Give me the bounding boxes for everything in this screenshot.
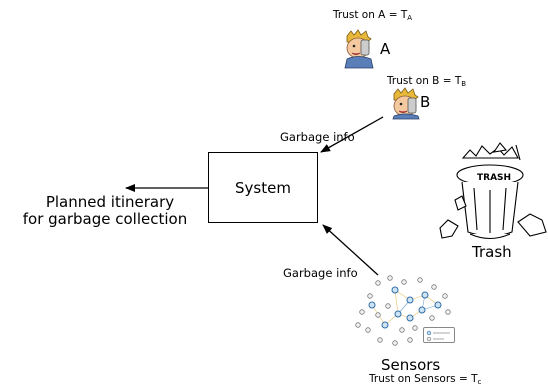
- person-b-label: B: [420, 93, 431, 111]
- system-box: System: [208, 152, 318, 223]
- itinerary-line-1: Planned itinerary: [45, 193, 175, 211]
- sensor-legend-marks: [426, 330, 450, 342]
- arrow-garbage-info-b-to-system: [320, 116, 384, 153]
- itinerary-line-2: for garbage collection: [22, 210, 188, 228]
- trust-a-label: Trust on A = TA: [333, 9, 413, 22]
- system-label: System: [235, 178, 291, 197]
- person-a-label: A: [380, 40, 391, 58]
- sensor-legend: [423, 327, 455, 343]
- garbage-info-top-label: Garbage info: [280, 130, 355, 144]
- garbage-info-bottom-label: Garbage info: [283, 266, 358, 280]
- trash-label: Trash: [472, 243, 512, 261]
- arrow-sensors-to-system: [322, 224, 379, 276]
- sensors-label: Sensors: [381, 356, 441, 374]
- trust-b-label: Trust on B = TB: [387, 75, 467, 88]
- trash-can-text: TRASH: [477, 173, 511, 183]
- trust-sensors-label: Trust on Sensors = Tc: [369, 373, 482, 386]
